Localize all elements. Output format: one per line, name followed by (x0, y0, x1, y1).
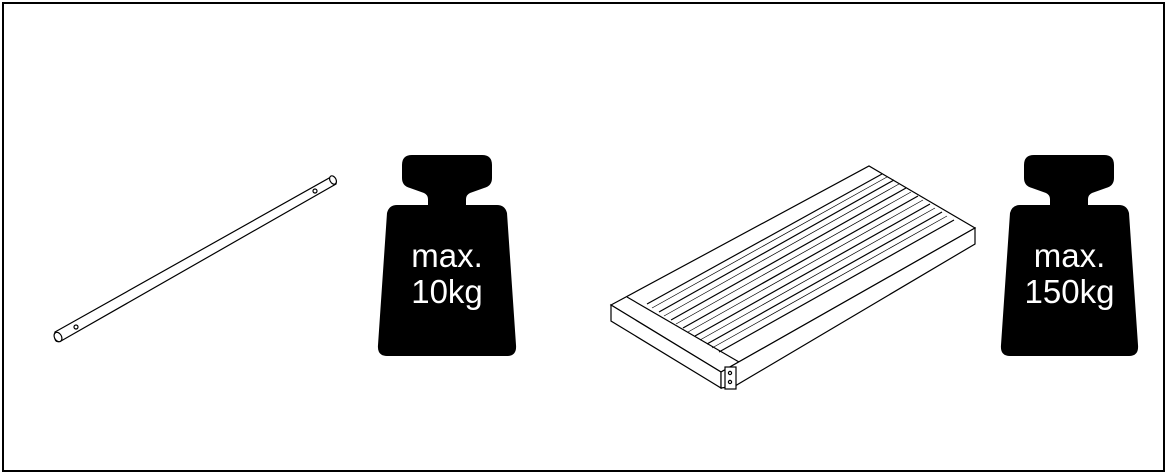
weight-icon (1000, 155, 1139, 356)
weight-label-150kg: max. 150kg (1003, 238, 1136, 310)
weight-label-10kg: max. 10kg (382, 238, 512, 310)
platform-board-icon (609, 165, 977, 390)
weight-label-line1: max. (1033, 237, 1106, 274)
weight-icon (377, 155, 517, 356)
bar-icon (53, 175, 338, 343)
weight-label-line2: 10kg (411, 273, 483, 310)
weight-label-line1: max. (411, 237, 483, 274)
weight-label-line2: 150kg (1024, 273, 1115, 310)
